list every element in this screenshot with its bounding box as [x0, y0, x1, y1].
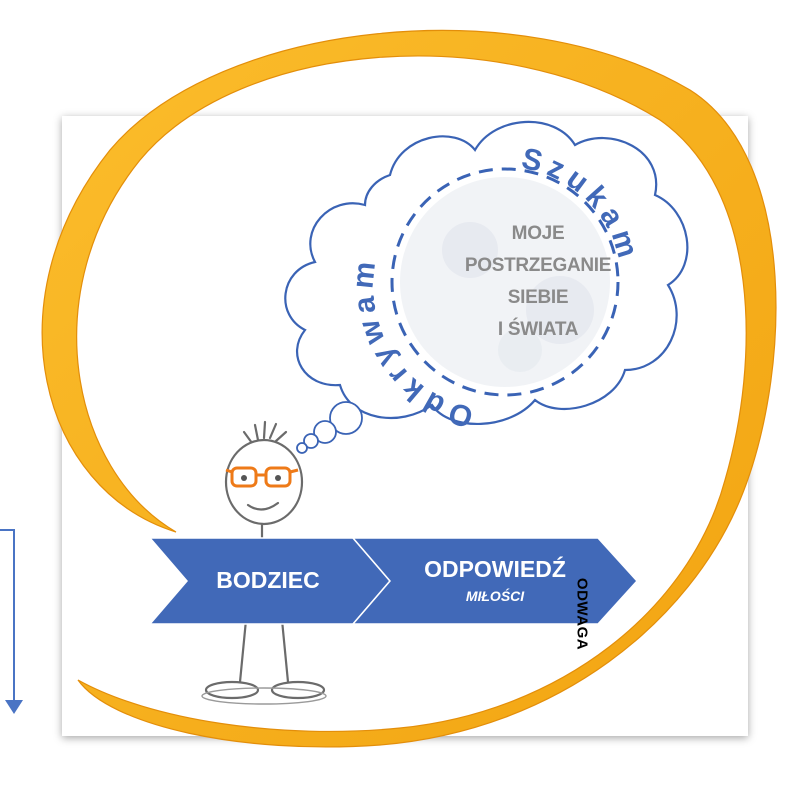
response-sub-label: MIŁOŚCI: [465, 588, 525, 604]
cloud-line-1: MOJE: [511, 223, 565, 244]
response-label: ODPOWIEDŹ: [424, 556, 566, 582]
cloud-line-2: POSTRZEGANIE: [464, 255, 612, 276]
dashed-circle: [390, 167, 620, 397]
stimulus-label: BODZIEC: [216, 567, 320, 593]
chevron-odpowiedz: [351, 537, 639, 625]
cloud-line-4: I ŚWIATA: [497, 319, 579, 340]
cloud-line-3: SIEBIE: [507, 287, 569, 308]
bracket-arrow: [0, 529, 15, 706]
thought-bubbles: [296, 401, 363, 454]
arrow-down-icon: [5, 700, 23, 714]
cloud-text: MOJE POSTRZEGANIE SIEBIE I ŚWIATA: [440, 218, 636, 346]
side-label-odwaga: ODWAGA: [573, 577, 591, 651]
orange-loop-arrow: [41, 30, 777, 748]
